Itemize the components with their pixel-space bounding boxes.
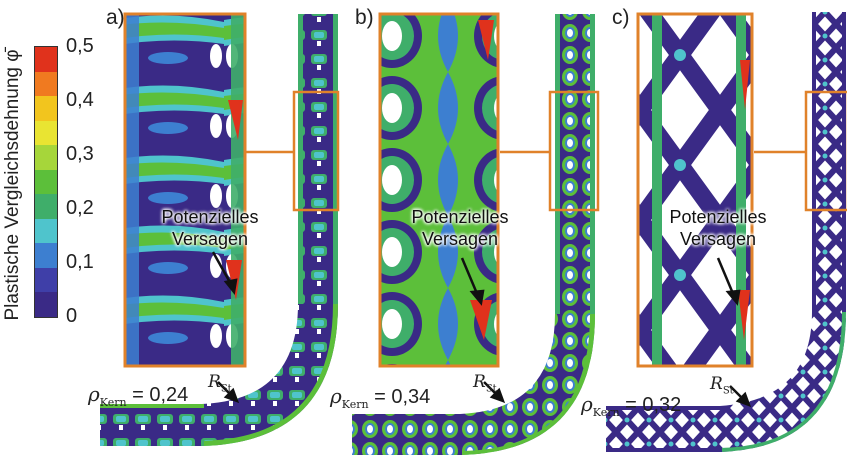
rst-label-a: RSt: [208, 372, 232, 395]
panel-label-c: c): [612, 6, 630, 29]
colorbar-segment: [35, 145, 57, 170]
panel-c-beam: [606, 12, 846, 452]
rst-label-c: RSt: [710, 374, 734, 397]
colorbar-segment: [35, 71, 57, 97]
rho-label-a: ρKern = 0,24: [88, 382, 189, 409]
tick-label: 0,4: [66, 89, 94, 111]
zoom-a: [123, 12, 247, 368]
tick-label: 0,3: [66, 143, 94, 165]
colorbar-segment: [35, 218, 57, 244]
zoom-b: [378, 12, 500, 368]
zoom-c: [636, 12, 754, 368]
tick-label: 0: [66, 305, 78, 327]
colorbar-segment: [35, 292, 57, 318]
rho-label-b: ρKern = 0,34: [330, 384, 431, 411]
colorbar-segment: [35, 194, 57, 219]
colorbar-segment: [35, 120, 57, 146]
rst-label-b: RSt: [473, 372, 497, 395]
colorbar: [34, 46, 58, 318]
tick-label: 0,1: [66, 251, 94, 273]
colorbar-segment: [35, 169, 57, 195]
panel-a-beam: [100, 14, 338, 446]
panel-b-beam: [352, 14, 595, 455]
colorbar-segment: [35, 47, 57, 72]
rho-label-c: ρKern = 0,32: [581, 392, 682, 419]
colorbar-segment: [35, 96, 57, 121]
tick-label: 0,5: [66, 35, 94, 57]
colorbar-segment: [35, 243, 57, 268]
colorbar-segment: [35, 267, 57, 293]
panel-label-a: a): [106, 6, 125, 29]
tick-label: 0,2: [66, 197, 94, 219]
panel-label-b: b): [355, 6, 374, 29]
arrows: [211, 251, 752, 408]
